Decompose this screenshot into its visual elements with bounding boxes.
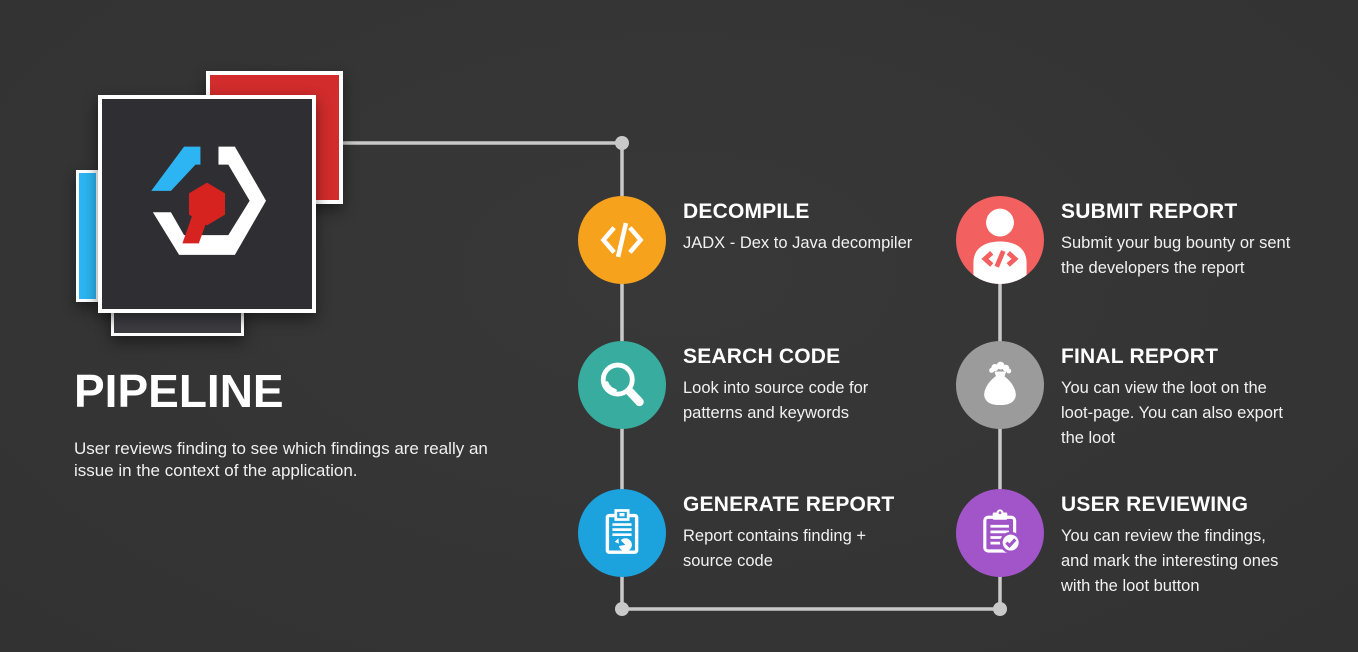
step-title: SUBMIT REPORT bbox=[1061, 200, 1238, 223]
clipboard-check-icon bbox=[983, 509, 1022, 554]
search-code-circle bbox=[578, 341, 666, 429]
person-code-icon bbox=[973, 208, 1027, 284]
logo-cyan-bar bbox=[76, 170, 99, 302]
connector-dot-top bbox=[615, 136, 629, 150]
report-pie-icon bbox=[605, 509, 639, 554]
step-title: FINAL REPORT bbox=[1061, 345, 1219, 368]
code-icon bbox=[600, 222, 644, 258]
submit-report-circle bbox=[956, 196, 1044, 284]
step-title: DECOMPILE bbox=[683, 200, 810, 223]
step-description: JADX - Dex to Java decompiler bbox=[683, 234, 913, 252]
connector-dot-bottom-right bbox=[993, 602, 1007, 616]
step-description: You can review the findings, and mark th… bbox=[1061, 527, 1279, 595]
step-user-reviewing: USER REVIEWING You can review the findin… bbox=[956, 489, 1358, 599]
step-title: GENERATE REPORT bbox=[683, 493, 895, 516]
step-submit-report: SUBMIT REPORT Submit your bug bounty or … bbox=[956, 196, 1358, 284]
step-description: Look into source code for patterns and k… bbox=[683, 379, 869, 422]
step-title: SEARCH CODE bbox=[683, 345, 841, 368]
logo-main-square bbox=[98, 95, 316, 313]
final-report-circle bbox=[956, 341, 1044, 429]
step-title: USER REVIEWING bbox=[1061, 493, 1249, 516]
step-final-report: FINAL REPORT You can view the loot on th… bbox=[956, 341, 1358, 451]
magnifier-icon bbox=[600, 362, 644, 407]
user-reviewing-circle bbox=[956, 489, 1044, 577]
loot-bag-icon bbox=[984, 361, 1016, 406]
step-description: Submit your bug bounty or sent the devel… bbox=[1061, 234, 1291, 277]
step-description: You can view the loot on the loot-page. … bbox=[1061, 379, 1284, 447]
page-title: PIPELINE bbox=[74, 365, 284, 417]
step-generate-report: GENERATE REPORT Report contains finding … bbox=[578, 489, 983, 577]
hexagon-code-logo-icon bbox=[151, 146, 267, 255]
connector-dot-bottom-left bbox=[615, 602, 629, 616]
step-description: Report contains finding + source code bbox=[683, 527, 866, 570]
generate-report-circle bbox=[578, 489, 666, 577]
step-decompile: DECOMPILE JADX - Dex to Java decompiler bbox=[578, 196, 983, 284]
page-description: User reviews finding to see which findin… bbox=[74, 439, 488, 480]
step-search-code: SEARCH CODE Look into source code for pa… bbox=[578, 341, 983, 429]
decompile-circle bbox=[578, 196, 666, 284]
